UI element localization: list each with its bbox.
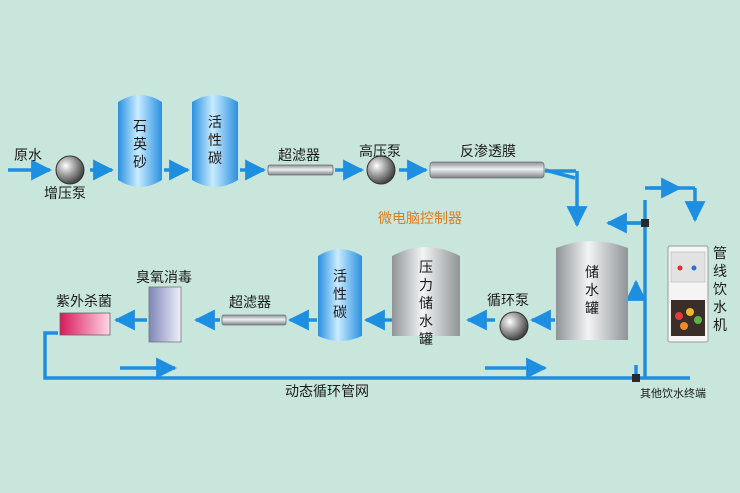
ro-membrane [429, 161, 545, 179]
high-pressure-pump-label: 高压泵 [359, 143, 401, 160]
ultrafilter-1 [267, 164, 334, 176]
controller-label: 微电脑控制器 [378, 211, 462, 227]
quartz-sand-label: 石 英 砂 [133, 119, 147, 171]
svg-text:性: 性 [333, 287, 347, 303]
svg-text:活: 活 [208, 115, 222, 131]
svg-text:活: 活 [333, 269, 347, 285]
ro-membrane-label: 反渗透膜 [460, 144, 516, 160]
svg-text:水: 水 [585, 283, 599, 299]
svg-text:罐: 罐 [419, 332, 433, 348]
storage-tank [556, 241, 628, 340]
svg-text:机: 机 [713, 318, 727, 334]
activated-carbon-filter-2 [318, 249, 362, 341]
svg-text:力: 力 [419, 278, 433, 294]
raw-water-label: 原水 [14, 148, 42, 164]
activated-carbon-filter-1 [192, 95, 238, 187]
svg-text:饮: 饮 [713, 282, 727, 298]
booster-pump-label: 增压泵 [44, 186, 86, 202]
pipes [8, 159, 706, 380]
circulation-pump-label: 循环泵 [487, 293, 529, 309]
ultrafilter-1-label: 超滤器 [278, 148, 320, 164]
svg-text:英: 英 [133, 136, 147, 153]
pressure-storage-tank [392, 247, 460, 336]
uv-label: 紫外杀菌 [56, 294, 112, 310]
activated-carbon-2-label: 活 性 碳 [333, 269, 347, 321]
circulation-pump [499, 311, 529, 341]
uv-sterilizer [59, 312, 111, 336]
tee-joint-lower [632, 374, 640, 382]
ultrafilter-2 [221, 314, 287, 326]
svg-text:水: 水 [713, 300, 727, 316]
tee-joint-upper [641, 219, 649, 227]
ozone-label: 臭氧消毒 [136, 270, 192, 286]
high-pressure-pump [366, 155, 396, 185]
loop-network-label: 动态循环管网 [285, 384, 369, 400]
other-terminals-label: 其他饮水终端 [640, 386, 706, 400]
svg-text:线: 线 [713, 264, 727, 280]
svg-text:碳: 碳 [208, 151, 222, 167]
svg-text:碳: 碳 [333, 305, 347, 321]
svg-text:管: 管 [713, 246, 727, 262]
svg-text:储: 储 [419, 296, 433, 312]
ozone-disinfector [148, 286, 182, 343]
ultrafilter-2-label: 超滤器 [229, 295, 271, 311]
booster-pump [55, 155, 85, 185]
storage-tank-label: 储 水 罐 [585, 265, 599, 317]
svg-text:压: 压 [419, 260, 433, 276]
svg-text:水: 水 [419, 314, 433, 330]
pipeline-dispenser-label: 管 线 饮 水 机 [713, 246, 727, 334]
quartz-sand-filter [118, 95, 162, 187]
svg-text:储: 储 [585, 265, 599, 281]
svg-text:石: 石 [133, 119, 147, 135]
pressure-tank-label: 压 力 储 水 罐 [419, 260, 433, 348]
svg-text:性: 性 [208, 133, 222, 149]
pipeline-water-dispenser [667, 245, 709, 343]
activated-carbon-1-label: 活 性 碳 [208, 115, 222, 167]
svg-text:罐: 罐 [585, 301, 599, 317]
svg-text:砂: 砂 [133, 155, 147, 171]
